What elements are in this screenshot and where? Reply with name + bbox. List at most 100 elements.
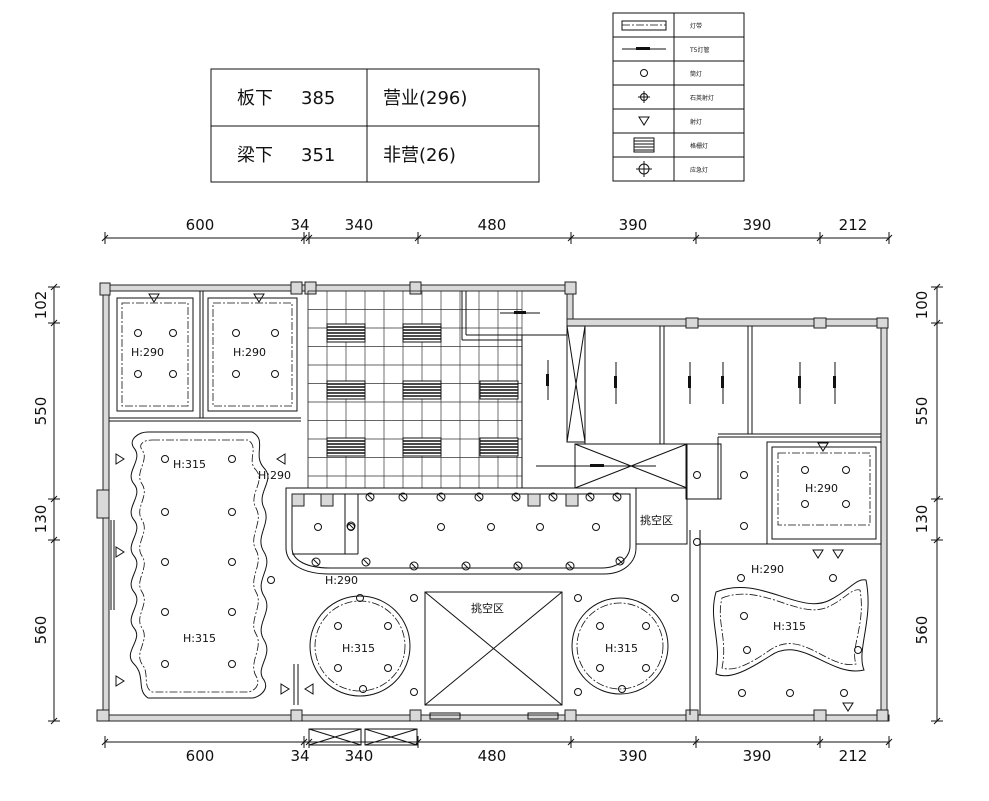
downlight-icon [596,622,604,630]
dim-tick [305,234,313,242]
spotlight-icon [346,521,356,531]
downlight-icon [161,558,169,566]
grille-light-icon [326,437,366,457]
grille-light-icon [633,137,655,153]
outer-walls [96,281,890,722]
grille-light-icon [326,380,366,400]
downlight-icon [228,660,236,668]
downlight-icon [693,471,701,479]
dim-tick [933,283,941,291]
dim-right-2: 550 [913,397,931,426]
dim-top-3: 340 [345,216,374,234]
dim-tick [50,536,58,544]
room-wavy-left: H:315 H:315 H:290 [110,431,291,699]
dim-top-4: 480 [478,216,507,234]
height-label-room1: H:290 [131,346,164,359]
room-round-left: H:315 [309,595,411,697]
dim-tick [50,495,58,503]
linear-light-icon [622,47,666,50]
void-zone-right: 挑空区 [574,437,722,545]
downlight-icon [334,664,342,672]
dim-tick [933,536,941,544]
angle-light-icon [817,442,829,452]
angle-light-icon [148,293,160,303]
downlight-icon [134,370,142,378]
downlight-icon [134,329,142,337]
dimension-top: 600 34 340 480 390 390 212 [105,216,889,239]
height-label-wavy-right-top: H:290 [751,563,784,576]
spotlight-icon [398,492,408,502]
downlight-icon [232,329,240,337]
downlight-icon [487,523,495,531]
room-round-right: H:315 [571,597,669,695]
downlight-icon [314,523,322,531]
downlight-icon [228,558,236,566]
angle-light-icon [638,116,650,126]
legend-text-6: 格栅灯 [690,142,708,150]
legend-text-3: 筒灯 [690,70,702,78]
legend-text-1: 灯带 [690,22,702,30]
spotlight-icon [511,492,521,502]
dim-tick [567,234,575,242]
downlight-icon [267,576,275,584]
dim-tick [885,738,893,746]
angle-light-icon [304,683,314,695]
downlight-icon [840,689,848,697]
dashdot-line-icon [621,20,667,31]
downlight-icon [574,594,582,602]
dim-tick [885,234,893,242]
height-label-wavy-top: H:315 [173,458,206,471]
downlight-icon [740,471,748,479]
height-label-right-small: H:290 [805,482,838,495]
dim-tick [816,234,824,242]
room-wavy-right: H:290 H:315 [689,530,881,715]
downlight-icon [228,508,236,516]
downlight-icon [671,594,679,602]
height-label-corridor: H:290 [258,469,291,482]
downlight-icon [596,664,604,672]
dim-left-1: 102 [32,291,50,320]
downlight-icon [410,594,418,602]
dim-bottom-1: 600 [186,747,215,765]
downlight-icon [592,523,600,531]
dim-tick [50,319,58,327]
legend-text-2: T5灯管 [689,46,709,54]
dim-tick [692,738,700,746]
spotlight-icon [513,561,523,571]
dim-left-3: 130 [32,505,50,534]
height-label-wavy-bottom: H:315 [183,632,216,645]
room-right-small: H:290 [766,441,882,545]
angle-light-icon [280,683,290,695]
emergency-light-icon [636,161,652,177]
spotlight-icon [548,492,558,502]
grille-light-icon [479,437,519,457]
angle-light-icon [115,453,125,465]
dim-bottom-5: 390 [619,747,648,765]
spotlight-icon [361,557,371,567]
downlight-icon [384,664,392,672]
dim-bottom-2: 34 [290,747,309,765]
downlight-icon [161,608,169,616]
downlight-icon [642,622,650,630]
downlight-icon [356,594,364,602]
downlight-icon [801,500,809,508]
table-note-2: 非营(26) [383,145,456,166]
grille-light-icon [326,323,366,343]
dim-left-2: 550 [32,397,50,426]
downlight-icon [842,466,850,474]
spotlight-icon [612,492,622,502]
light-fixtures [115,293,862,712]
grille-light-icon [402,380,442,400]
dim-tick [50,717,58,725]
spotlight-icon [365,492,375,502]
spotlight-icon [615,556,625,566]
angle-light-icon [115,546,125,558]
dim-top-5: 390 [619,216,648,234]
downlight-icon [232,370,240,378]
void-label-center: 挑空区 [471,601,504,615]
dim-tick [300,234,308,242]
dim-tick [101,234,109,242]
spotlight-icon [585,492,595,502]
downlight-icon [743,646,751,654]
dim-right-1: 100 [913,291,931,320]
